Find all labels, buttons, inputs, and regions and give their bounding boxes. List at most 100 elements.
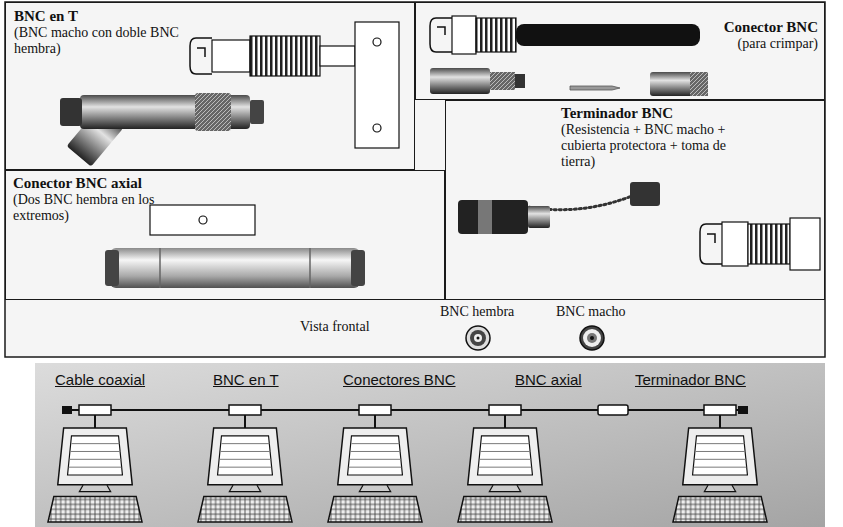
panel-heading: Conector BNC (706, 19, 818, 36)
axial-hole (199, 216, 207, 224)
connector-tail (515, 74, 525, 88)
bayonet-outline (190, 38, 212, 74)
part-label: Conectores BNC (343, 371, 456, 389)
panel-caption: Terminador BNC(Resistencia + BNC macho +… (561, 105, 743, 170)
bayonet-slot (437, 27, 445, 35)
part-label: BNC macho (556, 303, 626, 320)
connector-shell (430, 68, 490, 94)
t-plate (355, 22, 399, 148)
ribbed-sleeve (250, 36, 320, 76)
center-pin (570, 86, 620, 90)
part-label: BNC hembra (440, 303, 514, 320)
bnc-t-drawing (190, 22, 399, 148)
part-label: Terminador BNC (635, 371, 746, 389)
panel-description: (Dos BNC hembra en los extremos) (13, 192, 157, 224)
panel-caption: Conector BNC axial(Dos BNC hembra en los… (13, 175, 157, 224)
part-label: BNC en T (213, 371, 279, 389)
terminator-tip (528, 206, 550, 228)
axial-photo (105, 248, 365, 288)
panel-crimp-connector: Conector BNC(para crimpar) (415, 2, 825, 100)
inner-ring (470, 330, 486, 346)
t-knurl (195, 93, 231, 131)
bnc-t-photo (60, 93, 264, 167)
axial-end (105, 250, 119, 286)
t-stub (719, 415, 721, 428)
terminator-band (478, 200, 492, 234)
connector-body (452, 16, 476, 54)
bayonet-slot (707, 234, 715, 243)
crimp-connector-drawing (430, 16, 700, 54)
terminator-photo (458, 182, 660, 234)
axial-drawing (150, 205, 255, 235)
center-hole (477, 337, 480, 340)
panel-axial-connector: Conector BNC axial(Dos BNC hembra en los… (5, 170, 445, 300)
panel-description: (para crimpar) (706, 36, 818, 52)
outer-ring (580, 326, 604, 350)
axial-barrel (110, 248, 360, 288)
axial-outline (150, 205, 255, 235)
front-view-male (580, 326, 604, 350)
t-right-end (250, 100, 264, 124)
panel-heading: Conector BNC axial (13, 175, 157, 192)
connector-body (722, 222, 748, 266)
terminator-end (790, 218, 820, 270)
t-connector (704, 405, 736, 415)
bayonet-outline (430, 18, 452, 52)
plate-hole (373, 124, 381, 132)
t-connector (79, 405, 111, 415)
crimp-parts-photo (430, 68, 708, 96)
insulator (474, 334, 482, 342)
terminator-drawing (700, 218, 820, 270)
plate-hole (373, 38, 381, 46)
center-pin (590, 336, 594, 340)
terminator-body (458, 200, 528, 234)
inner-ring (583, 329, 601, 347)
coaxial-cable (516, 24, 700, 46)
front-view-female (466, 326, 490, 350)
computer (458, 428, 552, 522)
ribbed-sleeve (748, 224, 790, 264)
panel-heading: Terminador BNC (561, 105, 743, 122)
figure-frame (5, 2, 825, 357)
bayonet-outline (700, 224, 722, 264)
t-left-end (60, 98, 82, 126)
connector-body (212, 40, 250, 72)
t-stub (94, 415, 96, 428)
t-connector (489, 405, 521, 415)
panel-caption: BNC en T(BNC macho con doble BNC hembra) (14, 8, 186, 57)
t-connectors (79, 405, 736, 428)
ferrule (650, 72, 708, 96)
part-label: BNC axial (515, 371, 582, 389)
panel-description: (BNC macho con doble BNC hembra) (14, 25, 186, 57)
t-connector (359, 405, 391, 415)
connector-knurl (490, 72, 515, 90)
axial-end (351, 250, 365, 286)
bayonet-slot (197, 48, 205, 57)
terminator (738, 406, 748, 414)
axial-ring (160, 248, 310, 288)
network-background (35, 363, 825, 527)
connector-neck (320, 46, 355, 66)
computers (48, 428, 767, 522)
panel-description: (Resistencia + BNC macho + cubierta prot… (561, 122, 743, 170)
ferrule-knurl (690, 72, 708, 96)
computer (673, 428, 767, 522)
protective-cap (630, 182, 660, 206)
coaxial-cable (70, 409, 740, 411)
outer-ring (466, 326, 490, 350)
terminator (62, 406, 72, 414)
t-stub (504, 415, 506, 428)
panel-heading: BNC en T (14, 8, 186, 25)
computer (328, 428, 422, 522)
computer (198, 428, 292, 522)
t-stub (244, 415, 246, 428)
view-label: Vista frontal (300, 318, 370, 335)
axial-connector (598, 405, 628, 415)
panel-caption: Conector BNC(para crimpar) (706, 19, 818, 52)
t-connector (229, 405, 261, 415)
insulator (587, 333, 597, 343)
computer (48, 428, 142, 522)
